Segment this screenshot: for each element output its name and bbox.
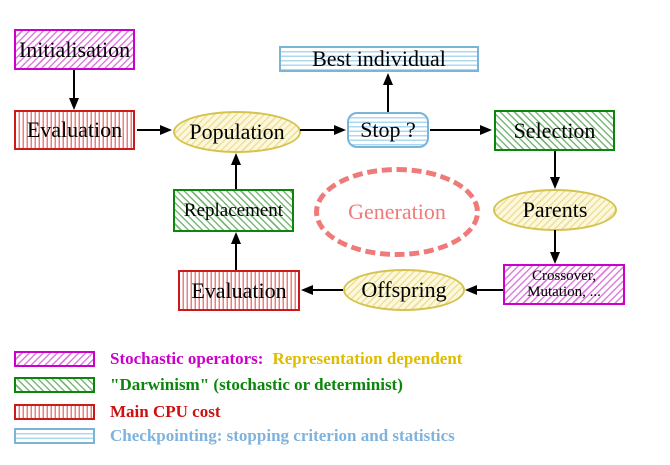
arrowhead-right-icon <box>160 125 172 135</box>
arrowhead-right-icon <box>480 125 492 135</box>
arrowhead-down-icon <box>550 252 560 264</box>
legend-label-main-cpu-cost: Main CPU cost <box>110 402 221 421</box>
node-initialisation-label: Initialisation <box>18 36 131 62</box>
node-best-individual: Best individual <box>279 46 479 72</box>
arrowhead-down-icon <box>69 98 79 110</box>
arrowhead-left-icon <box>301 285 313 295</box>
arrow-line <box>554 151 556 177</box>
node-evaluation-bottom: Evaluation <box>178 270 300 311</box>
arrowhead-up-icon <box>383 73 393 85</box>
node-selection: Selection <box>494 110 615 151</box>
node-replacement: Replacement <box>173 189 294 232</box>
legend-label-darwinism: "Darwinism" (stochastic or determinist) <box>110 375 403 394</box>
arrowhead-down-icon <box>550 177 560 189</box>
node-crossover-mutation-label: Crossover, Mutation, ... <box>527 267 601 301</box>
node-best-individual-label: Best individual <box>312 46 446 72</box>
node-parents: Parents <box>493 189 617 231</box>
node-offspring: Offspring <box>343 269 465 311</box>
crossover-line2: Mutation, ... <box>527 283 601 300</box>
node-selection-label: Selection <box>513 117 596 143</box>
node-replacement-label: Replacement <box>183 199 284 221</box>
generation-label: Generation <box>348 199 446 224</box>
legend-swatch-cyan-stripes <box>14 428 95 444</box>
arrow-line <box>137 129 161 131</box>
generation-loop-ellipse: Generation <box>314 167 480 257</box>
node-evaluation-bottom-label: Evaluation <box>191 277 287 303</box>
arrowhead-up-icon <box>231 153 241 165</box>
arrowhead-left-icon <box>465 285 477 295</box>
legend-swatch-green-hatch <box>14 377 95 393</box>
arrow-line <box>313 289 343 291</box>
arrow-line <box>235 165 237 189</box>
legend-swatch-red-stripes <box>14 404 95 420</box>
arrow-line <box>554 230 556 252</box>
arrow-line <box>387 85 389 112</box>
legend-label-stochastic-operators: Stochastic operators: <box>110 349 264 368</box>
arrow-line <box>430 129 481 131</box>
arrow-line <box>300 129 335 131</box>
legend-row-darwinism: "Darwinism" (stochastic or determinist) <box>14 375 403 395</box>
legend-row-stochastic-operators: Stochastic operators: Representation dep… <box>14 349 462 369</box>
arrow-line <box>73 70 75 98</box>
legend-label-representation-dependent: Representation dependent <box>272 349 463 368</box>
node-offspring-label: Offspring <box>361 277 447 303</box>
arrow-line <box>477 289 503 291</box>
node-stop: Stop ? <box>347 112 429 148</box>
node-crossover-mutation: Crossover, Mutation, ... <box>503 264 625 305</box>
arrow-line <box>235 244 237 270</box>
node-evaluation-top: Evaluation <box>14 110 135 150</box>
node-parents-label: Parents <box>522 197 588 223</box>
arrowhead-right-icon <box>334 125 346 135</box>
node-population-label: Population <box>189 119 285 145</box>
legend-label-checkpointing: Checkpointing: stopping criterion and st… <box>110 426 455 445</box>
crossover-line1: Crossover, <box>532 267 596 284</box>
legend-row-checkpointing: Checkpointing: stopping criterion and st… <box>14 426 455 446</box>
arrowhead-up-icon <box>231 232 241 244</box>
legend-swatch-magenta-hatch <box>14 351 95 367</box>
node-evaluation-top-label: Evaluation <box>26 117 123 143</box>
node-initialisation: Initialisation <box>14 29 135 70</box>
node-population: Population <box>173 111 301 153</box>
node-stop-label: Stop ? <box>360 117 416 143</box>
legend-row-main-cpu-cost: Main CPU cost <box>14 402 220 422</box>
